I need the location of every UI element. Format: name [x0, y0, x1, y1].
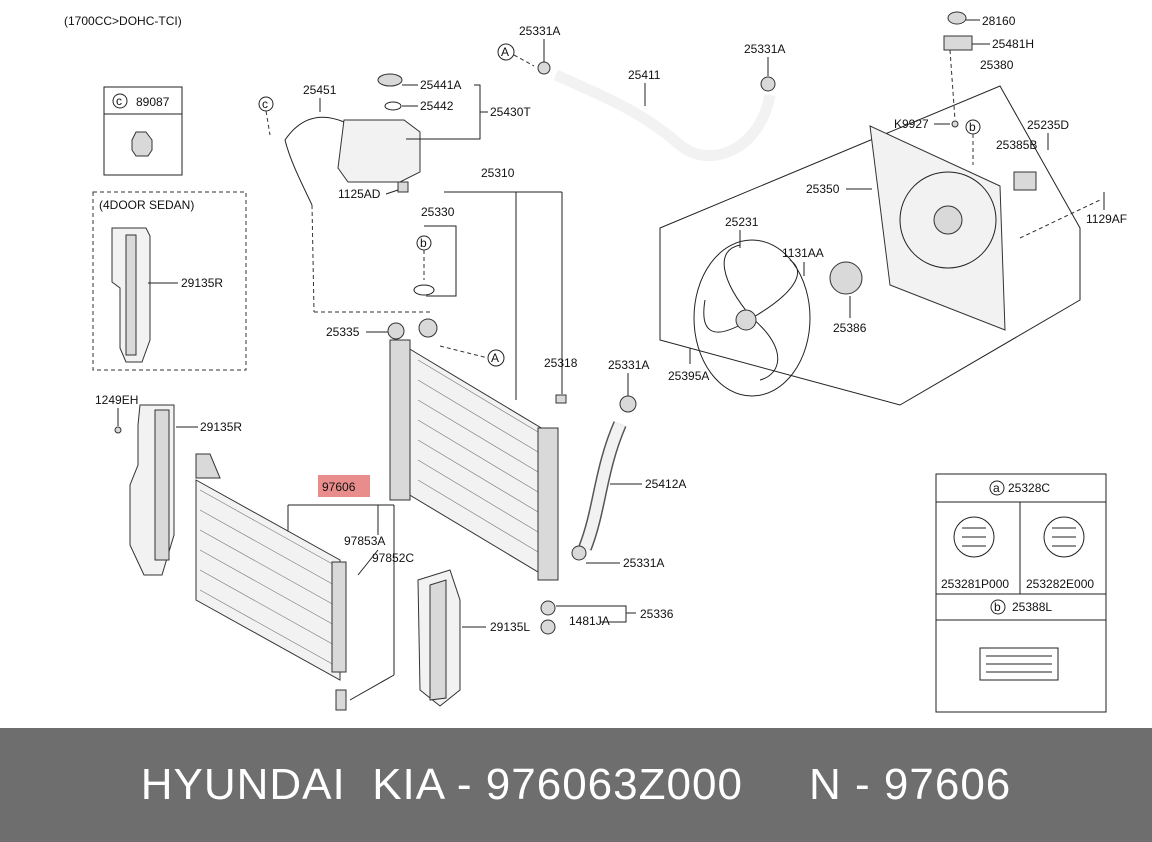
- part-label-25350[interactable]: 25350: [806, 182, 840, 196]
- condenser-core: [195, 479, 341, 681]
- part-label-25481H[interactable]: 25481H: [992, 37, 1034, 51]
- callout-c: c: [116, 94, 122, 108]
- part-label-25310[interactable]: 25310: [481, 166, 515, 180]
- label-table-ref-b: b: [994, 600, 1001, 614]
- part-label-29135L[interactable]: 29135L: [490, 620, 530, 634]
- part-label-25231[interactable]: 25231: [725, 215, 759, 229]
- part-label-25430T[interactable]: 25430T: [490, 105, 531, 119]
- label-table-ref-a: a: [993, 481, 1000, 495]
- sedan-box: (4DOOR SEDAN) 29135R: [92, 191, 247, 371]
- label-table-right-code[interactable]: 253282E000: [1026, 577, 1094, 591]
- part-label-29135R-sedan[interactable]: 29135R: [181, 276, 223, 290]
- air-guard-left: 29135L: [417, 569, 530, 707]
- part-label-25330[interactable]: 25330: [421, 205, 455, 219]
- part-label-25331A-top1[interactable]: 25331A: [519, 24, 560, 38]
- upper-hose: A 25331A 25411 25331A: [497, 24, 785, 162]
- radiator-assembly: 25310 25330 b 25335 A 25318 25331A 25412…: [326, 166, 686, 635]
- clip-89087-box: c 89087: [103, 86, 183, 176]
- parts-diagram: (1700CC>DOHC-TCI) c 89087 (4DOOR SEDAN) …: [64, 11, 1127, 713]
- callout-b-fan: b: [969, 120, 976, 134]
- part-label-89087[interactable]: 89087: [136, 95, 170, 109]
- fan-blade: [693, 239, 811, 397]
- part-number-title: HYUNDAI KIA - 976063Z000 N - 97606: [140, 760, 1012, 809]
- part-label-25412A[interactable]: 25412A: [645, 477, 686, 491]
- reservoir-assembly: c 25451 25441A 25442 25430T 1125AD: [258, 73, 531, 313]
- label-table-code-25388L[interactable]: 25388L: [1012, 600, 1052, 614]
- part-label-K9927[interactable]: K9927: [894, 117, 929, 131]
- part-label-25335[interactable]: 25335: [326, 325, 360, 339]
- warning-label-left-icon: [953, 516, 995, 558]
- warning-sticker-icon: [979, 647, 1059, 681]
- condenser-assembly: 97606 97853A 97852C: [195, 453, 414, 711]
- part-label-25395A[interactable]: 25395A: [668, 369, 709, 383]
- reservoir-cap: [377, 73, 403, 87]
- part-label-1131AA[interactable]: 1131AA: [782, 246, 824, 260]
- reservoir-tank: [337, 119, 421, 183]
- part-label-25442[interactable]: 25442: [420, 99, 454, 113]
- part-label-1129AF[interactable]: 1129AF: [1086, 212, 1127, 226]
- part-label-25235D[interactable]: 25235D: [1027, 118, 1069, 132]
- part-label-97852C[interactable]: 97852C: [372, 551, 414, 565]
- part-label-25336[interactable]: 25336: [640, 607, 674, 621]
- engine-note: (1700CC>DOHC-TCI): [64, 14, 182, 28]
- callout-c-reservoir: c: [262, 97, 268, 111]
- sedan-box-title: (4DOOR SEDAN): [99, 198, 194, 212]
- label-table-left-code[interactable]: 253281P000: [941, 577, 1009, 591]
- callout-A-top: A: [501, 45, 509, 59]
- receiver-drier: [331, 561, 347, 673]
- warning-label-right-icon: [1043, 516, 1085, 558]
- part-label-97606[interactable]: 97606: [322, 480, 356, 494]
- part-label-25441A[interactable]: 25441A: [420, 78, 461, 92]
- part-label-25331A-bot[interactable]: 25331A: [623, 556, 664, 570]
- part-label-25385B[interactable]: 25385B: [996, 138, 1037, 152]
- part-label-25386[interactable]: 25386: [833, 321, 867, 335]
- label-table-code-25328C[interactable]: 25328C: [1008, 481, 1050, 495]
- radiator-core: [407, 347, 549, 579]
- label-table: a 25328C 253281P000 253282E000 b 25388L: [935, 473, 1107, 713]
- part-label-25411[interactable]: 25411: [628, 68, 661, 82]
- highlight-97606: [318, 475, 370, 497]
- fan-motor: [829, 261, 863, 295]
- part-label-25331A-top2[interactable]: 25331A: [744, 42, 785, 56]
- fan-assembly: 28160 25481H 25380 K9927 b 25235D 25385B…: [659, 11, 1127, 406]
- part-label-1481JA[interactable]: 1481JA: [569, 614, 610, 628]
- footer-bar: HYUNDAI KIA - 976063Z000 N - 97606: [0, 728, 1152, 842]
- callout-b-radiator: b: [420, 236, 427, 250]
- air-guard-right: 1249EH 29135R: [95, 393, 242, 576]
- part-label-97853A[interactable]: 97853A: [344, 534, 385, 548]
- part-label-25318[interactable]: 25318: [544, 356, 578, 370]
- part-label-25451[interactable]: 25451: [303, 83, 337, 97]
- part-label-1125AD[interactable]: 1125AD: [338, 187, 381, 201]
- clip-89087-icon: [131, 131, 153, 157]
- part-label-1249EH[interactable]: 1249EH: [95, 393, 138, 407]
- part-label-28160[interactable]: 28160: [982, 14, 1016, 28]
- callout-A-radiator: A: [491, 351, 499, 365]
- part-label-25331A-mid[interactable]: 25331A: [608, 358, 649, 372]
- part-label-29135R[interactable]: 29135R: [200, 420, 242, 434]
- part-label-25380[interactable]: 25380: [980, 58, 1014, 72]
